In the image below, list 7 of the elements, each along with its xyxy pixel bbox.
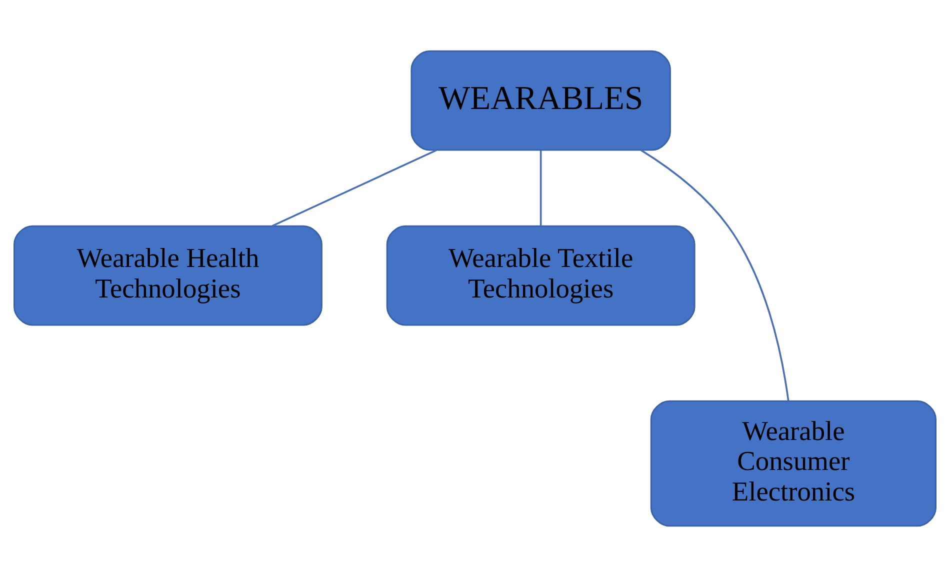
node-box: Wearable Consumer Electronics: [650, 400, 936, 526]
node-box: Wearable Textile Technologies: [386, 224, 696, 326]
connector: [540, 150, 542, 226]
node-box: Wearable Health Technologies: [14, 224, 322, 326]
node-box: WEARABLES: [410, 50, 671, 150]
connector: [272, 148, 437, 226]
connector: [640, 148, 790, 400]
